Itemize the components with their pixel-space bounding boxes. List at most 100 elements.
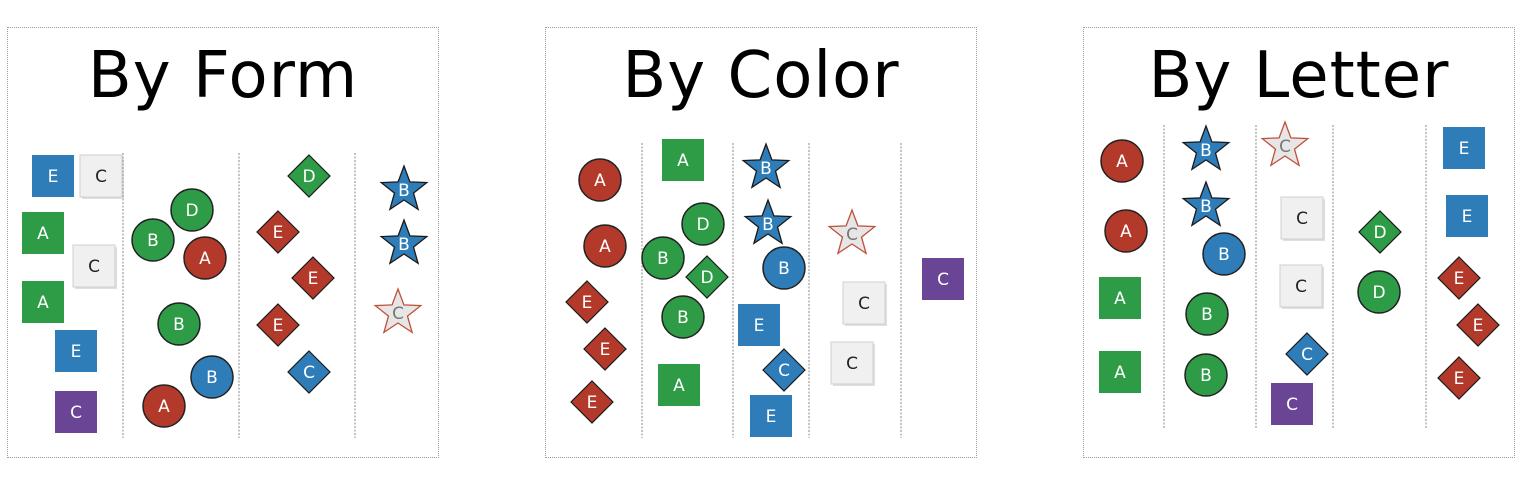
white-star-c: C <box>1260 120 1310 167</box>
green-square-a: A <box>1099 351 1141 393</box>
shape-letter: C <box>392 304 404 324</box>
shape-letter: E <box>48 167 59 187</box>
green-square-a: A <box>22 212 64 254</box>
shape-letter: C <box>937 270 949 290</box>
red-circle-a: A <box>1104 209 1148 253</box>
shape-letter: D <box>185 201 198 221</box>
shape-letter: C <box>88 257 100 277</box>
blue-square-e: E <box>32 155 74 197</box>
white-square-c: C <box>72 244 117 289</box>
shape-letter: B <box>173 315 185 335</box>
shape-letter: B <box>778 259 790 279</box>
shape-letter: E <box>1454 269 1465 289</box>
shape-letter: D <box>1373 223 1386 243</box>
blue-star-b: B <box>379 164 429 211</box>
blue-square-e: E <box>738 304 780 346</box>
shape-letter: B <box>657 249 669 269</box>
shape-letter: B <box>1200 197 1212 217</box>
shape-letter: E <box>600 340 611 360</box>
shape-letter: A <box>594 171 606 191</box>
green-circle-b: B <box>131 218 175 262</box>
shape-letter: C <box>846 354 858 374</box>
shape-letter: C <box>1295 277 1307 297</box>
white-star-c: C <box>373 287 423 334</box>
red-diamond-e: E <box>1456 303 1500 347</box>
shape-letter: C <box>846 225 858 245</box>
green-diamond-d: D <box>287 154 331 198</box>
red-diamond-e: E <box>565 280 609 324</box>
panel-title: By Letter <box>1148 39 1450 113</box>
blue-square-e: E <box>750 395 792 437</box>
shape-letter: A <box>37 224 49 244</box>
red-diamond-e: E <box>256 210 300 254</box>
shape-letter: D <box>302 167 315 187</box>
green-circle-b: B <box>1185 292 1229 336</box>
green-circle-b: B <box>661 295 705 339</box>
blue-star-b: B <box>1181 180 1231 227</box>
red-diamond-e: E <box>583 327 627 371</box>
red-diamond-e: E <box>256 303 300 347</box>
green-square-a: A <box>662 139 704 181</box>
red-circle-a: A <box>1100 139 1144 183</box>
red-diamond-e: E <box>291 256 335 300</box>
shape-letter: A <box>37 293 49 313</box>
shape-letter: E <box>71 342 82 362</box>
shape-letter: E <box>273 316 284 336</box>
shape-letter: B <box>760 159 772 179</box>
shape-letter: D <box>700 268 713 288</box>
green-square-a: A <box>1099 277 1141 319</box>
shape-letter: C <box>1286 395 1298 415</box>
white-square-c: C <box>842 281 887 326</box>
shape-letter: E <box>1454 369 1465 389</box>
red-diamond-e: E <box>1437 356 1481 400</box>
green-circle-b: B <box>641 236 685 280</box>
purple-square-c: C <box>922 258 964 300</box>
shape-letter: C <box>1279 137 1291 157</box>
green-circle-d: D <box>681 202 725 246</box>
shape-letter: E <box>587 393 598 413</box>
shape-letter: B <box>147 231 159 251</box>
shape-letter: C <box>1301 345 1313 365</box>
shape-letter: D <box>1372 283 1385 303</box>
shape-letter: A <box>1114 363 1126 383</box>
shape-letter: A <box>1116 152 1128 172</box>
green-circle-b: B <box>157 302 201 346</box>
white-star-c: C <box>827 208 877 255</box>
blue-square-e: E <box>1443 127 1485 169</box>
blue-star-b: B <box>743 198 793 245</box>
shape-letter: B <box>1200 141 1212 161</box>
shape-letter: A <box>158 397 170 417</box>
blue-diamond-c: C <box>287 350 331 394</box>
blue-star-b: B <box>1181 124 1231 171</box>
shape-letter: A <box>677 151 689 171</box>
white-square-c: C <box>830 341 875 386</box>
blue-diamond-c: C <box>1285 332 1329 376</box>
blue-circle-b: B <box>762 246 806 290</box>
shape-letter: E <box>273 223 284 243</box>
blue-star-b: B <box>741 142 791 189</box>
shape-letter: A <box>1114 289 1126 309</box>
blue-square-e: E <box>1446 195 1488 237</box>
shape-letter: A <box>673 376 685 396</box>
shape-letter: B <box>1218 245 1230 265</box>
shape-letter: E <box>1473 316 1484 336</box>
panel-title: By Color <box>622 39 900 113</box>
green-circle-d: D <box>1357 270 1401 314</box>
shape-letter: E <box>754 316 765 336</box>
shape-letter: B <box>762 215 774 235</box>
blue-diamond-c: C <box>762 348 806 392</box>
shape-letter: E <box>308 269 319 289</box>
white-square-c: C <box>1280 196 1325 241</box>
purple-square-c: C <box>1271 383 1313 425</box>
shape-letter: A <box>599 237 611 257</box>
shape-letter: A <box>199 249 211 269</box>
shape-letter: C <box>858 294 870 314</box>
green-circle-b: B <box>1184 353 1228 397</box>
blue-star-b: B <box>379 218 429 265</box>
red-circle-a: A <box>142 384 186 428</box>
